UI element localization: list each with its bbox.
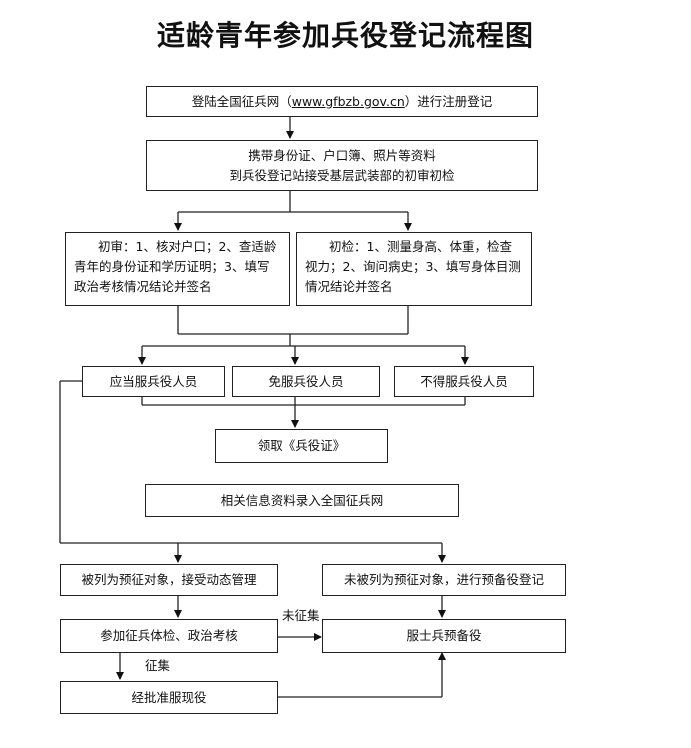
register-prefix: 登陆全国征兵网（ bbox=[191, 93, 292, 109]
register-url: www.gfbzb.gov.cn bbox=[291, 93, 405, 109]
get-card-step: 领取《兵役证》 bbox=[215, 429, 388, 463]
initial-check-step: 初检：1、测量身高、体重，检查视力；2、询问病史；3、填写身体目测情况结论并签名 bbox=[296, 232, 532, 306]
not-enlisted-label: 未征集 bbox=[282, 605, 320, 624]
initial-review-step: 初审：1、核对户口；2、查适龄青年的身份证和学历证明；3、填写政治考核情况结论并… bbox=[65, 232, 290, 306]
should-serve-box: 应当服兵役人员 bbox=[82, 366, 225, 397]
bring-docs-line1: 携带身份证、户口簿、照片等资料 bbox=[248, 147, 436, 163]
initial-check-text: 初检：1、测量身高、体重，检查视力；2、询问病史；3、填写身体目测情况结论并签名 bbox=[305, 239, 521, 294]
exam-step: 参加征兵体检、政治考核 bbox=[60, 619, 278, 653]
not-pre-listed-box: 未被列为预征对象，进行预备役登记 bbox=[322, 564, 566, 596]
approved-box: 经批准服现役 bbox=[60, 681, 278, 714]
enter-info-step: 相关信息资料录入全国征兵网 bbox=[145, 484, 459, 517]
register-step: 登陆全国征兵网（www.gfbzb.gov.cn）进行注册登记 bbox=[146, 86, 538, 117]
page-title: 适龄青年参加兵役登记流程图 bbox=[156, 19, 534, 52]
register-suffix: ）进行注册登记 bbox=[404, 93, 493, 109]
not-allowed-box: 不得服兵役人员 bbox=[394, 366, 534, 397]
bring-docs-line2: 到兵役登记站接受基层武装部的初审初检 bbox=[229, 167, 455, 183]
enlisted-label: 征集 bbox=[145, 655, 171, 674]
pre-listed-box: 被列为预征对象，接受动态管理 bbox=[60, 564, 278, 596]
bring-docs-step: 携带身份证、户口簿、照片等资料 到兵役登记站接受基层武装部的初审初检 bbox=[146, 140, 538, 191]
reserve-box: 服士兵预备役 bbox=[322, 619, 566, 653]
exempt-box: 免服兵役人员 bbox=[232, 366, 380, 397]
initial-review-text: 初审：1、核对户口；2、查适龄青年的身份证和学历证明；3、填写政治考核情况结论并… bbox=[74, 239, 277, 294]
